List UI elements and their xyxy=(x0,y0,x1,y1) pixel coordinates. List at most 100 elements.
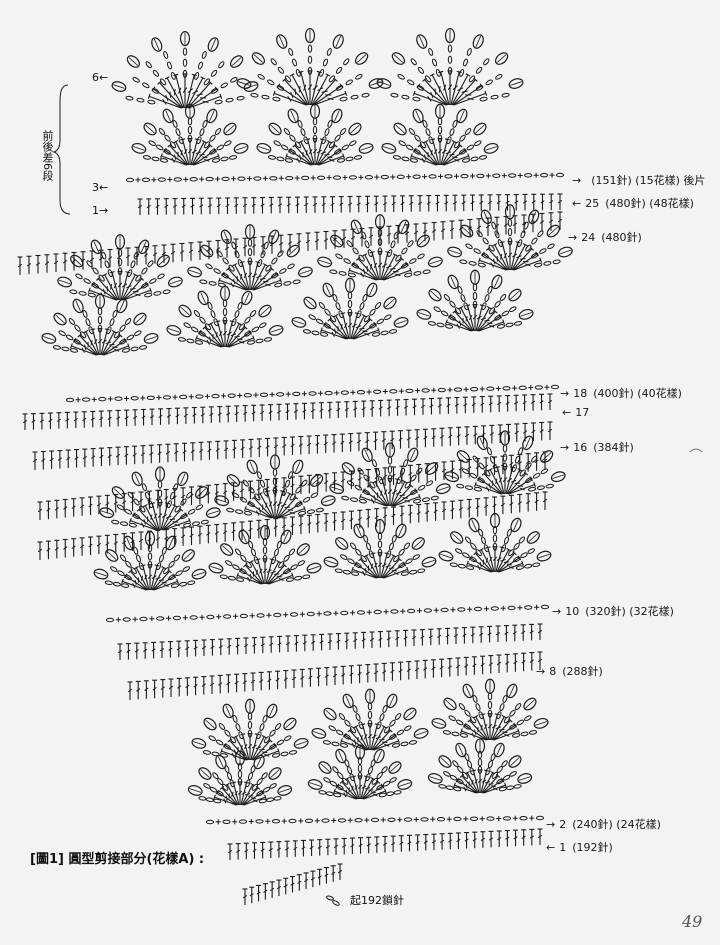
chain-stitch-symbol xyxy=(242,479,249,487)
chain-stitch-symbol xyxy=(88,326,94,335)
chain-stitch-symbol xyxy=(157,177,166,182)
double-crochet-symbol xyxy=(244,506,272,519)
chain-stitch-symbol xyxy=(507,218,513,227)
chain-stitch-symbol xyxy=(204,323,212,331)
double-crochet-symbol xyxy=(351,314,367,340)
double-crochet-symbol xyxy=(217,406,223,423)
chain-stitch-symbol xyxy=(141,483,147,492)
double-crochet-symbol xyxy=(218,638,224,656)
puff-stitch-line xyxy=(389,695,395,707)
double-crochet-symbol xyxy=(107,410,113,427)
double-crochet-symbol xyxy=(135,680,141,700)
puff-stitch-symbol xyxy=(41,332,57,344)
double-crochet-symbol xyxy=(447,658,453,677)
single-crochet-symbol xyxy=(366,609,372,615)
double-crochet-symbol xyxy=(251,842,257,859)
chain-stitch-symbol xyxy=(378,476,384,485)
chain-stitch-symbol xyxy=(247,238,253,247)
double-crochet-symbol xyxy=(512,624,518,642)
double-crochet-symbol xyxy=(300,839,306,857)
double-crochet-symbol xyxy=(276,492,293,519)
chain-stitch-symbol xyxy=(479,96,488,102)
double-crochet-symbol xyxy=(512,653,518,672)
chain-stitch-symbol xyxy=(157,498,163,507)
chain-stitch-symbol xyxy=(404,272,413,278)
chain-stitch-symbol xyxy=(353,155,363,160)
puff-stitch-symbol xyxy=(244,224,256,240)
chain-stitch-symbol xyxy=(351,262,359,269)
puff-stitch-line xyxy=(510,757,520,766)
chain-stitch-symbol xyxy=(477,477,485,484)
double-crochet-symbol xyxy=(40,450,46,470)
chain-stitch-symbol xyxy=(349,497,359,502)
chain-stitch-symbol xyxy=(387,817,396,822)
double-crochet-symbol xyxy=(391,480,408,507)
single-crochet-symbol xyxy=(278,175,284,181)
double-crochet-symbol xyxy=(313,90,348,106)
puff-stitch-line xyxy=(311,476,322,485)
chain-stitch-symbol xyxy=(369,322,377,329)
chain-stitch-symbol xyxy=(432,58,438,67)
double-crochet-symbol xyxy=(266,560,282,585)
double-crochet-symbol xyxy=(383,566,409,579)
puff-stitch-line xyxy=(465,685,471,697)
double-crochet-symbol xyxy=(163,488,169,508)
row-arrow: → xyxy=(536,665,546,678)
double-crochet-symbol xyxy=(201,676,207,695)
double-crochet-symbol xyxy=(62,252,68,272)
puff-stitch-symbol xyxy=(318,761,332,774)
double-crochet-symbol xyxy=(441,461,447,480)
chain-stitch-symbol xyxy=(145,61,152,69)
chain-stitch-symbol xyxy=(323,777,331,783)
double-crochet-symbol xyxy=(64,411,70,429)
row-arrow: ← xyxy=(572,197,582,210)
chain-stitch-symbol xyxy=(278,561,285,569)
chain-stitch-symbol xyxy=(335,302,341,311)
puff-stitch-symbol xyxy=(499,430,511,446)
chain-stitch-symbol xyxy=(343,58,350,66)
chain-stitch-symbol xyxy=(400,571,409,576)
double-crochet-symbol xyxy=(531,193,537,211)
puff-stitch-line xyxy=(535,721,547,726)
chain-stitch-symbol xyxy=(425,480,434,487)
chain-stitch-symbol xyxy=(255,819,264,824)
single-crochet-symbol xyxy=(463,816,469,822)
chain-stitch-symbol xyxy=(339,743,349,748)
chain-stitch-symbol xyxy=(395,254,402,262)
chain-stitch-symbol xyxy=(387,456,393,465)
double-crochet-symbol xyxy=(243,842,249,860)
left-row-1: 1→ xyxy=(92,204,108,217)
double-crochet-symbol xyxy=(268,196,274,214)
chain-stitch-symbol xyxy=(347,272,356,278)
puff-stitch-symbol xyxy=(296,543,310,556)
single-crochet-symbol xyxy=(517,172,523,178)
chain-stitch-symbol xyxy=(130,346,139,352)
puff-stitch-symbol xyxy=(403,707,417,721)
double-crochet-symbol xyxy=(275,670,281,690)
double-crochet-symbol xyxy=(151,641,157,659)
puff-stitch-symbol xyxy=(258,304,272,318)
chain-stitch-symbol xyxy=(472,455,479,463)
double-crochet-symbol xyxy=(323,230,329,250)
puff-stitch-symbol xyxy=(276,34,288,49)
puff-stitch-symbol xyxy=(354,744,366,760)
chain-stitch-symbol xyxy=(234,310,240,319)
double-crochet-symbol xyxy=(522,394,528,411)
double-crochet-symbol xyxy=(414,660,420,679)
puff-stitch-symbol xyxy=(332,34,344,49)
double-crochet-symbol xyxy=(256,884,262,902)
puff-stitch-line xyxy=(458,452,469,461)
double-crochet-symbol xyxy=(189,486,194,505)
double-crochet-symbol xyxy=(45,500,51,520)
puff-stitch-symbol xyxy=(450,531,464,544)
double-crochet-symbol xyxy=(124,409,130,427)
double-crochet-symbol xyxy=(340,665,346,685)
chain-stitch-symbol xyxy=(312,134,318,143)
double-crochet-symbol xyxy=(174,407,180,425)
double-crochet-symbol xyxy=(529,623,535,641)
chain-stitch-symbol xyxy=(211,158,221,163)
single-crochet-symbol xyxy=(149,616,155,622)
chain-stitch-symbol xyxy=(91,282,99,289)
puff-stitch-line xyxy=(260,306,270,316)
chain-stitch-symbol xyxy=(390,240,396,249)
